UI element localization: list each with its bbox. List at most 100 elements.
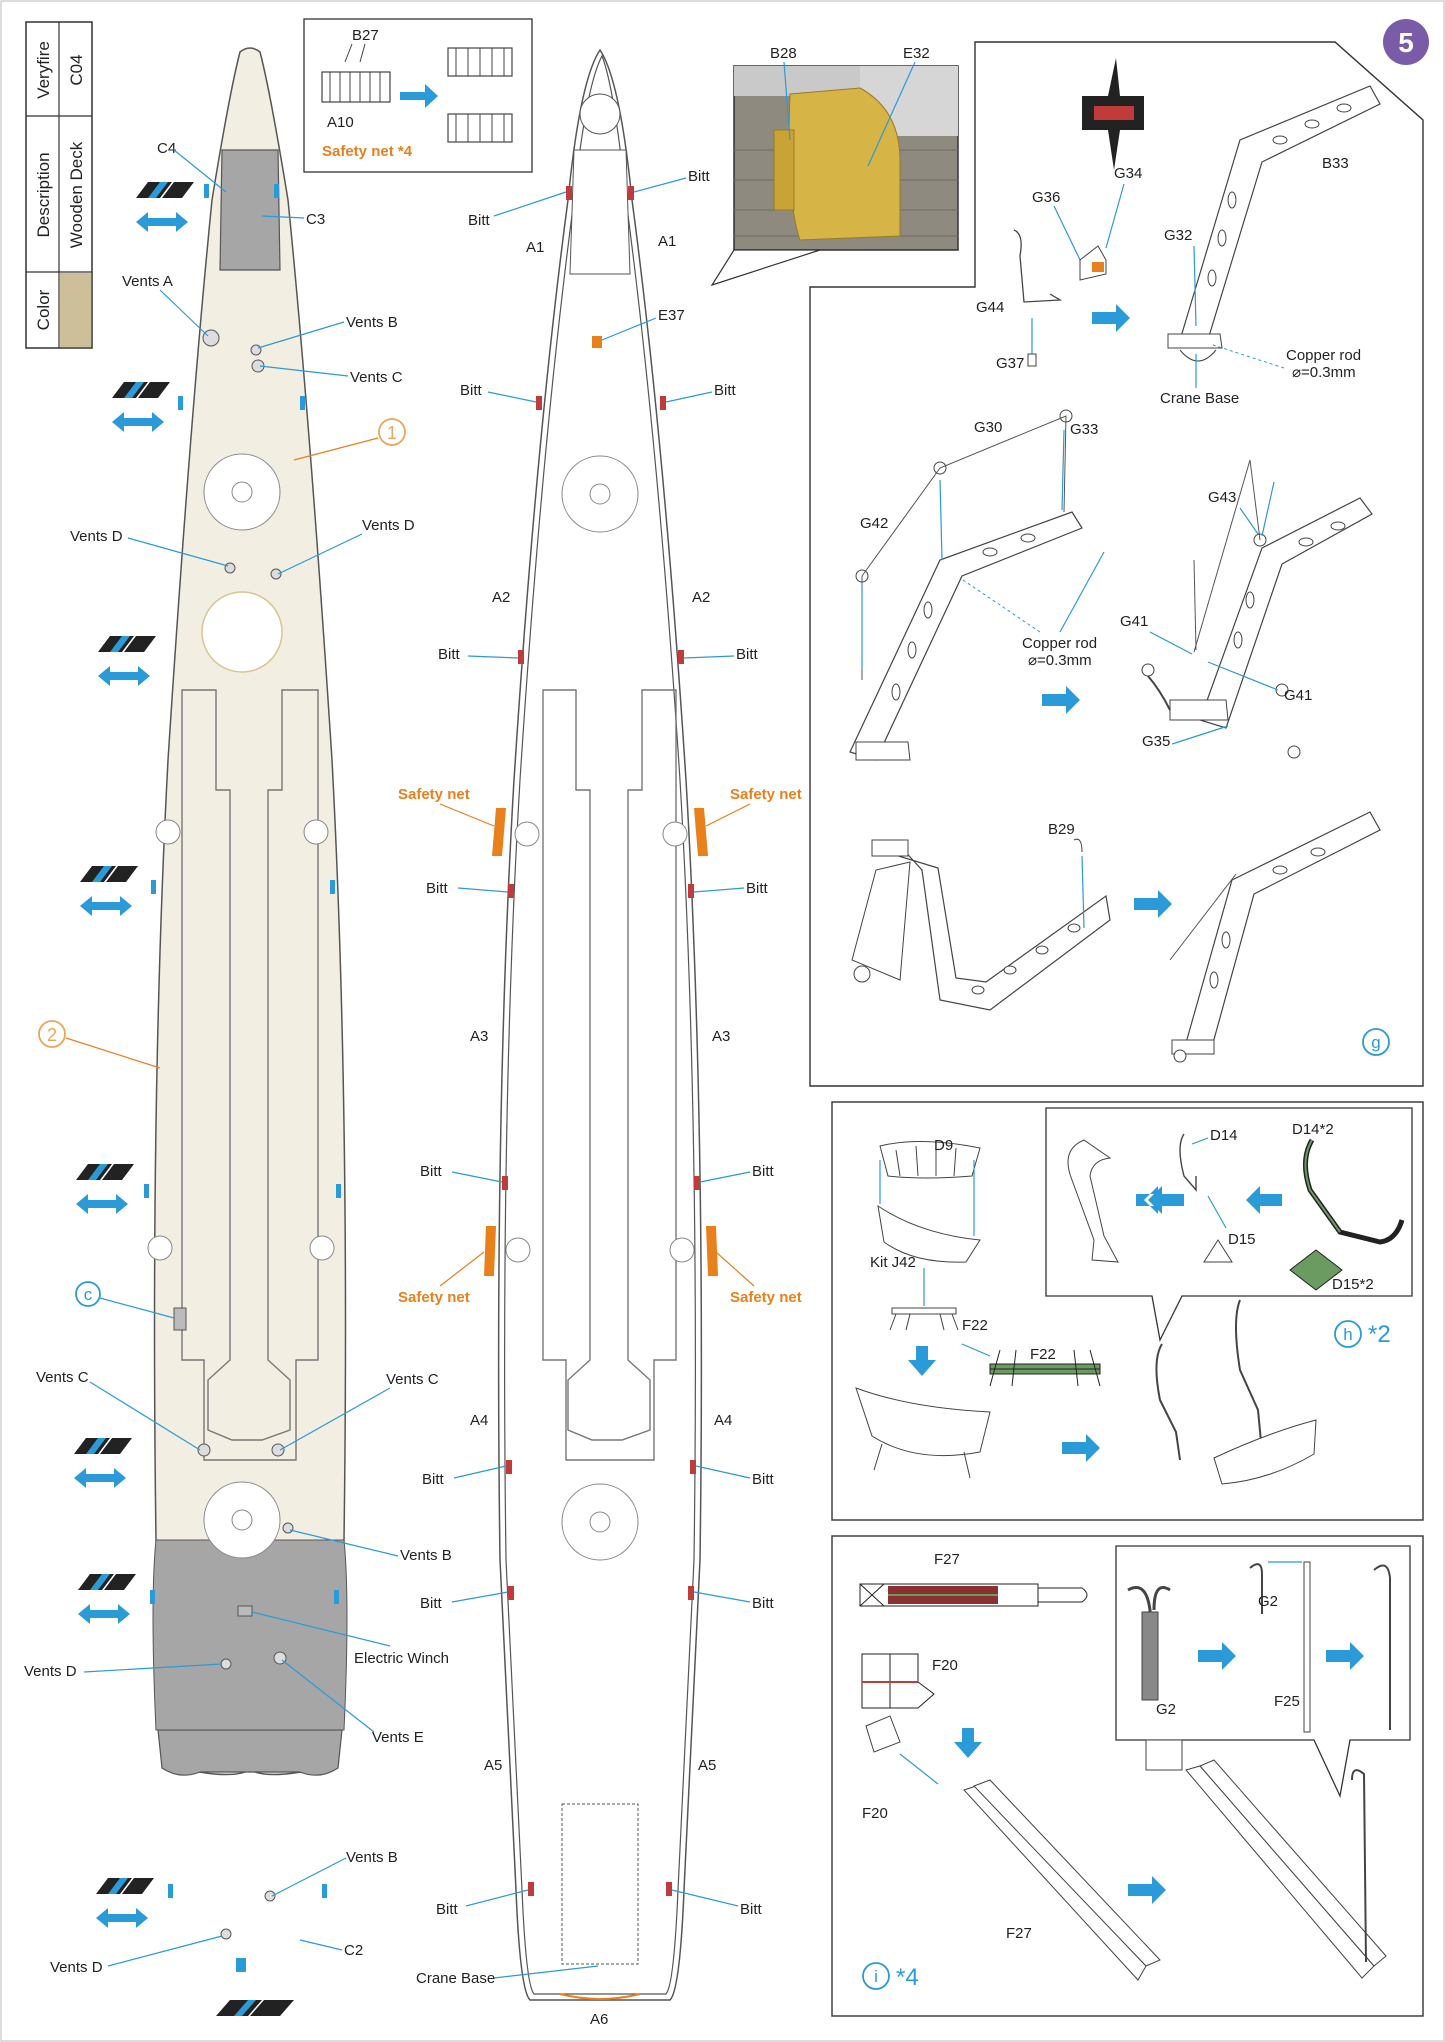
color-swatch [60,273,91,347]
callout-c2: C2 [344,1942,363,1959]
panel-g: G34 G36 G44 G37 B33 G32 Copper rod ⌀=0.3… [809,41,1424,1087]
arrow-right-icon [1092,304,1130,332]
bitt-label: Bitt [460,382,483,399]
safety-net-label: Safety net [398,786,470,803]
right-deck-plan [484,48,718,2001]
description-label: Description [34,152,53,237]
safety-net-label: Safety net [730,786,802,803]
part-g2: G2 [1156,1701,1176,1718]
photo-inset: B28 E32 [710,45,959,287]
marker-one [378,418,406,446]
bitt-label: Bitt [426,880,449,897]
bitt-label: Bitt [746,880,769,897]
part-g37: G37 [996,355,1024,372]
arrow-right-icon [1062,1434,1100,1462]
g2-part-icon [1127,1586,1171,1701]
callout-vents-d-left: Vents D [70,528,123,545]
bitt-label: Bitt [688,168,711,185]
svg-text:c: c [84,1285,93,1304]
part-g36: G36 [1032,189,1060,206]
arrow-down-icon [954,1728,982,1758]
part-f27-2: F27 [1006,1925,1032,1942]
safety-net-label: Safety net [398,1289,470,1306]
turret-ring-a [203,453,281,531]
part-f27: F27 [934,1551,960,1568]
arrow-left-icon [1148,1186,1184,1214]
arrow-right-icon [400,84,438,108]
bitt-label: Bitt [714,382,737,399]
callout-vents-c-left: Vents C [36,1369,89,1386]
arrow-right-icon [1134,890,1172,918]
bitt-label: Bitt [468,212,491,229]
hatch-double-arrow-icon [98,636,156,686]
crane-rigging-right-icon [1141,459,1373,759]
left-deck-outline [181,689,319,1461]
crane-base-plate [561,1803,639,1965]
photo-e32-label: E32 [903,45,930,62]
left-callouts: C4 C3 Vents A Vents B Vents C Vents D Ve… [24,140,452,1976]
safety-net-marker [484,1226,496,1276]
callout-vents-d-lower: Vents D [24,1663,77,1680]
left-deck-plan [144,47,348,1972]
f27-flat-ladder-icon [859,1583,1088,1607]
callout-vents-b-top: Vents B [346,314,398,331]
crane-base-detail-icon [851,839,1111,1011]
part-g32: G32 [1164,227,1192,244]
crane-finished-icon [1169,811,1381,1063]
hatch-double-arrow-icon [112,382,170,432]
lifeboat-final-icon [1213,1419,1317,1485]
part-d15: D15 [1228,1231,1256,1248]
e37-marker [592,336,602,348]
svg-text:i: i [874,1967,878,1986]
panel-h: D9 Kit J42 F22 F22 D14 D14*2 [831,1101,1424,1521]
arrow-right-icon [1198,1642,1236,1670]
marker-g [1362,1028,1390,1056]
safety-net-marker [492,808,506,856]
davit-icon [1067,1139,1119,1263]
callout-vents-c-top: Vents C [350,369,403,386]
part-g2-2: G2 [1258,1593,1278,1610]
part-copper-rod: Copper rod [1286,347,1361,364]
callout-electric-winch: Electric Winch [354,1650,449,1667]
svg-text:h: h [1343,1325,1352,1344]
part-f22-flat: F22 [1030,1346,1056,1363]
a1-label: A1 [658,233,676,250]
f22-cradle-icon [889,1307,959,1331]
part-g33: G33 [1070,421,1098,438]
hatch-double-arrow-icon [96,1878,154,1928]
arrow-down-icon [908,1346,936,1376]
callout-c4: C4 [157,140,176,157]
info-table: Veryfire C04 Description Wooden Deck Col… [25,21,93,349]
part-f20-2: F20 [862,1805,888,1822]
svg-text:2: 2 [47,1025,57,1045]
part-g30: G30 [974,419,1002,436]
part-g41-right: G41 [1284,687,1312,704]
callout-vents-c-right: Vents C [386,1371,439,1388]
safety-net-box: B27 A10 Safety net *4 [303,18,533,173]
part-f20: F20 [932,1657,958,1674]
part-b29: B29 [1048,821,1075,838]
callout-vents-d-bottom: Vents D [50,1959,103,1976]
a4-label: A4 [714,1412,732,1429]
left-arrows [74,182,294,2016]
callout-vents-e: Vents E [372,1729,424,1746]
a2-label: A2 [692,589,710,606]
callout-vents-b-bottom: Vents B [346,1849,398,1866]
bow-metal-plate [219,149,281,271]
part-g35: G35 [1142,733,1170,750]
crane-rigging-left-icon [849,409,1083,761]
lifeboat-icon [877,1204,981,1263]
hatch-double-arrow-icon [136,182,194,232]
f20-flat-icon [861,1653,935,1709]
part-g34: G34 [1114,165,1142,182]
a3-label: A3 [712,1028,730,1045]
panel-h-multiplier: *2 [1368,1321,1391,1348]
code-label: C04 [67,54,86,85]
bitt-label: Bitt [422,1471,445,1488]
photo-b28-label: B28 [770,45,797,62]
bitt-label: Bitt [420,1163,443,1180]
part-crane-base: Crane Base [1160,390,1239,407]
callout-vents-a: Vents A [122,273,173,290]
